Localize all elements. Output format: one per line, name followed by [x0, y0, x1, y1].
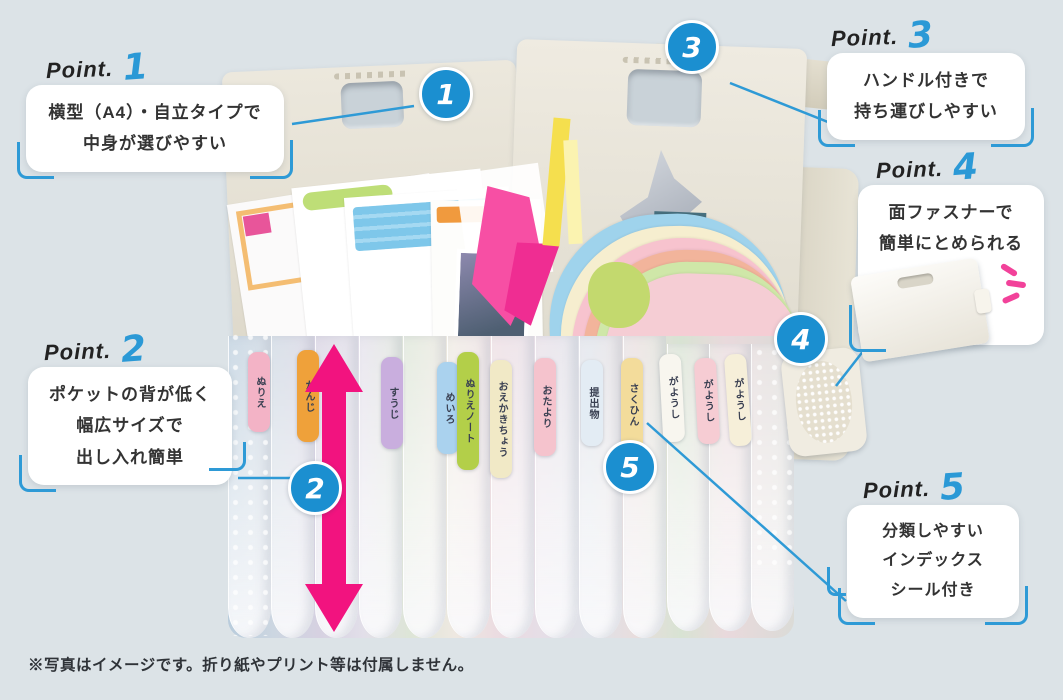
index-tab-label: ぬりえノート	[463, 378, 474, 444]
velcro-closure-tab	[973, 287, 993, 314]
point-number: 5	[938, 466, 967, 509]
point-text-line: 中身が選びやすい	[83, 134, 227, 154]
point-text-line: 簡単にとめられる	[879, 234, 1023, 254]
index-tab: ぬりえ	[248, 352, 270, 432]
point-text-line: 出し入れ簡単	[76, 447, 184, 467]
handle-cutout	[340, 80, 405, 130]
point-2-box: ポケットの背が低く 幅広サイズで 出し入れ簡単	[19, 366, 246, 493]
point-4-callout: Point. 4 面ファスナーで 簡単にとめられる	[849, 146, 1044, 363]
index-tab: かんじ	[297, 350, 319, 442]
index-tab-label: めいろ	[443, 391, 454, 425]
index-tab-label: ぬりえ	[254, 375, 265, 409]
point-3-box: ハンドル付きで 持ち運びしやすい	[818, 52, 1034, 147]
index-tab-label: おたより	[540, 385, 551, 429]
point-label: Point.	[43, 337, 112, 365]
worksheet-badge	[242, 212, 272, 237]
index-tab: がようし	[658, 353, 686, 443]
point-4-box: 面ファスナーで 簡単にとめられる	[849, 184, 1044, 363]
origami-green	[588, 262, 650, 328]
point-2-heading: Point. 2	[43, 328, 232, 371]
point-5-callout: Point. 5 分類しやすい インデックス シール付き	[827, 466, 1028, 625]
index-tab: めいろ	[437, 362, 459, 454]
marker-1: 1	[419, 67, 473, 121]
point-5-heading: Point. 5	[862, 466, 1019, 509]
handle-cutout	[896, 272, 935, 289]
point-text-line: 幅広サイズで	[76, 416, 184, 436]
disclaimer-caption: ※写真はイメージです。折り紙やプリント等は付属しません。	[28, 657, 474, 674]
emphasis-sparkle-icon	[1001, 291, 1021, 305]
index-tab-label: がようし	[700, 378, 715, 424]
handle-cutout	[626, 68, 703, 128]
point-number: 4	[951, 146, 980, 189]
marker-4: 4	[774, 312, 828, 366]
point-number: 1	[121, 46, 150, 89]
point-1-box: 横型（A4）・自立タイプで 中身が選びやすい	[17, 84, 293, 179]
point-text-line: 面ファスナーで	[888, 202, 1014, 222]
point-text-line: 分類しやすい	[882, 522, 984, 540]
point-text-line: 持ち運びしやすい	[854, 102, 998, 122]
index-tab-label: おえかきちょう	[496, 380, 507, 458]
index-tab: さくひん	[621, 358, 643, 452]
point-1-heading: Point. 1	[45, 46, 284, 89]
index-tab: おえかきちょう	[490, 360, 512, 478]
point-1-callout: Point. 1 横型（A4）・自立タイプで 中身が選びやすい	[17, 46, 293, 179]
emphasis-sparkle-icon	[1005, 279, 1027, 289]
index-tab-label: かんじ	[303, 379, 314, 413]
point-label: Point.	[45, 55, 114, 83]
point-label: Point.	[830, 23, 899, 51]
index-tab-label: 提出物	[587, 386, 598, 420]
marker-3: 3	[665, 20, 719, 74]
marker-5: 5	[603, 440, 657, 494]
index-tab-label: すうじ	[387, 386, 398, 420]
point-3-heading: Point. 3	[830, 14, 1025, 57]
point-text-line: インデックス	[882, 552, 984, 570]
point-4-heading: Point. 4	[875, 146, 1044, 189]
point-5-box: 分類しやすい インデックス シール付き	[827, 504, 1028, 625]
point-3-callout: Point. 3 ハンドル付きで 持ち運びしやすい	[818, 14, 1034, 147]
point-text-line: ポケットの背が低く	[49, 384, 211, 404]
index-tab: 提出物	[581, 360, 603, 446]
marker-2: 2	[288, 461, 342, 515]
index-tab: ぬりえノート	[457, 352, 479, 470]
index-tab: がようし	[693, 357, 721, 445]
index-tab-label: がようし	[665, 375, 680, 421]
index-tab-label: がようし	[731, 377, 746, 423]
point-number: 3	[906, 14, 935, 57]
stitch-marks	[333, 70, 411, 80]
point-text-line: シール付き	[890, 581, 976, 599]
point-text-line: ハンドル付きで	[863, 70, 989, 90]
velcro-patch	[791, 358, 857, 446]
emphasis-sparkle-icon	[999, 262, 1019, 278]
point-number: 2	[119, 328, 148, 371]
index-tab: おたより	[534, 358, 556, 456]
point-2-callout: Point. 2 ポケットの背が低く 幅広サイズで 出し入れ簡単	[19, 328, 246, 493]
index-tab: すうじ	[381, 357, 403, 449]
point-label: Point.	[875, 155, 944, 183]
point-label: Point.	[862, 475, 931, 503]
index-tab-label: さくひん	[627, 383, 638, 427]
point-text-line: 横型（A4）・自立タイプで	[48, 102, 262, 122]
